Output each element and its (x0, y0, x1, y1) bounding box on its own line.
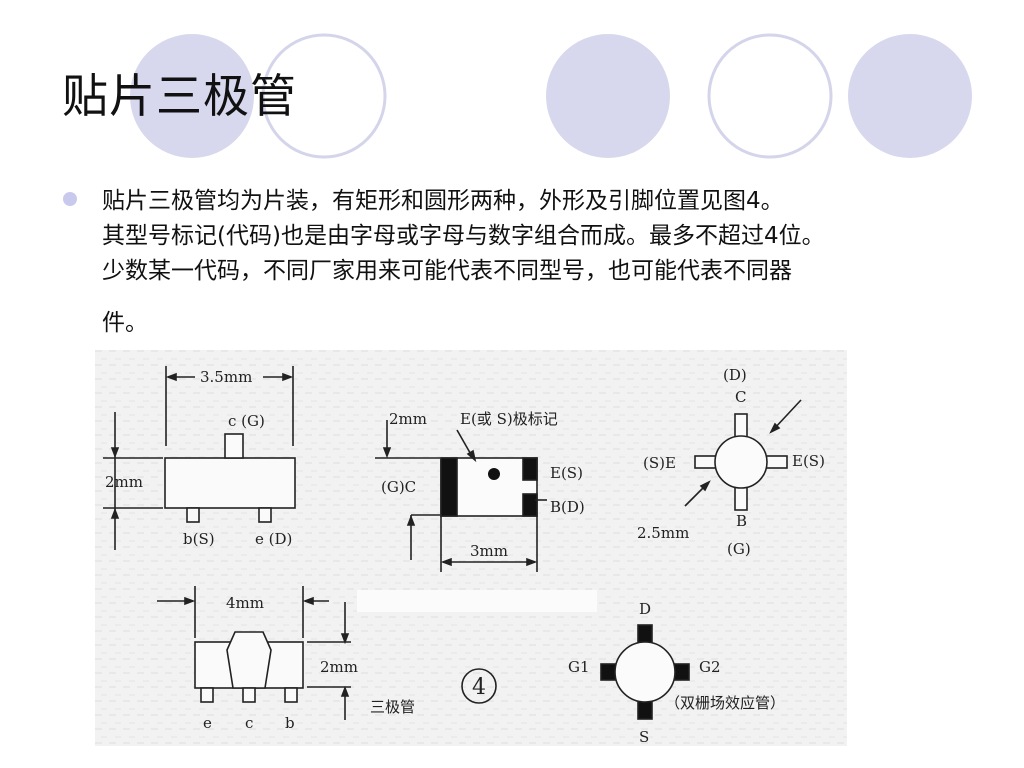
fig-a-pin-top: c (G) (228, 412, 265, 430)
fig-d-pin-3: b (285, 714, 295, 732)
fig-b-dim-width: 3mm (470, 542, 508, 560)
package-diagram: 3.5mm c (G) 2mm b(S) e (D) 2mm E(或 S)极标记… (95, 350, 847, 746)
fig-e-pin-right: G2 (699, 658, 721, 676)
diagram-clean-area (357, 590, 597, 612)
fig-d-pin-1: e (203, 714, 212, 732)
fig-c-pin-left: (S)E (643, 454, 676, 472)
fig-dual-gate-fet (600, 624, 690, 720)
fig-sot23-side (103, 366, 296, 550)
fig-a-pin-left: b(S) (183, 530, 215, 548)
fig-d-dim-height: 2mm (320, 658, 358, 676)
fig-e-pin-top: D (639, 600, 651, 618)
fig-b-pin-left: (G)C (381, 478, 416, 496)
bullet-text: 贴片三极管均为片装，有矩形和圆形两种，外形及引脚位置见图4。 其型号标记(代码)… (102, 184, 1002, 341)
bullet-line-3: 少数某一代码，不同厂家用来可能代表不同型号，也可能代表不同器 (102, 258, 792, 284)
fig-c-pin-top-alt: (D) (723, 366, 747, 384)
fig-c-pin-right: E(S) (792, 452, 825, 470)
fig-e-pin-left: G1 (568, 658, 590, 676)
deco-circle-filled-2 (546, 34, 670, 158)
fig-c-pin-top: C (735, 388, 746, 406)
deco-circle-outline-1 (261, 33, 387, 159)
fig-c-dim-width: 2.5mm (637, 524, 689, 542)
fig-a-dim-height: 2mm (105, 473, 143, 491)
deco-circle-filled-1 (130, 34, 254, 158)
slide-title: 贴片三极管 (62, 69, 297, 123)
fig-round-package (684, 399, 802, 511)
bullet-line-4: 件。 (102, 310, 148, 336)
fig-e-pin-bottom: S (639, 728, 649, 746)
fig-sot89 (157, 586, 351, 720)
fig-d-caption: 三极管 (370, 698, 415, 716)
fig-c-pin-bottom: B (736, 512, 747, 530)
fig-d-dim-width: 4mm (226, 594, 264, 612)
header-decoration (130, 33, 972, 159)
fig-b-dim-height: 2mm (389, 410, 427, 428)
fig-a-dim-width: 3.5mm (200, 368, 252, 386)
fig-chip-top (375, 420, 547, 572)
fig-c-pin-bottom-alt: (G) (727, 540, 751, 558)
fig-d-pin-2: c (245, 714, 253, 732)
fig-b-mark-note: E(或 S)极标记 (460, 410, 558, 428)
deco-circle-outline-2 (707, 33, 833, 159)
bullet-line-1: 贴片三极管均为片装，有矩形和圆形两种，外形及引脚位置见图4。 (102, 188, 784, 214)
bullet-line-2: 其型号标记(代码)也是由字母或字母与数字组合而成。最多不超过4位。 (102, 223, 825, 249)
figure-number-circle (461, 668, 497, 704)
fig-b-pin-right-top: E(S) (550, 464, 583, 482)
fig-b-pin-right-bottom: B(D) (550, 498, 585, 516)
figure-number: 4 (472, 675, 486, 700)
bullet-icon (63, 192, 77, 206)
fig-e-caption: （双栅场效应管） (665, 694, 785, 712)
fig-a-pin-right: e (D) (255, 530, 292, 548)
deco-circle-filled-3 (848, 34, 972, 158)
